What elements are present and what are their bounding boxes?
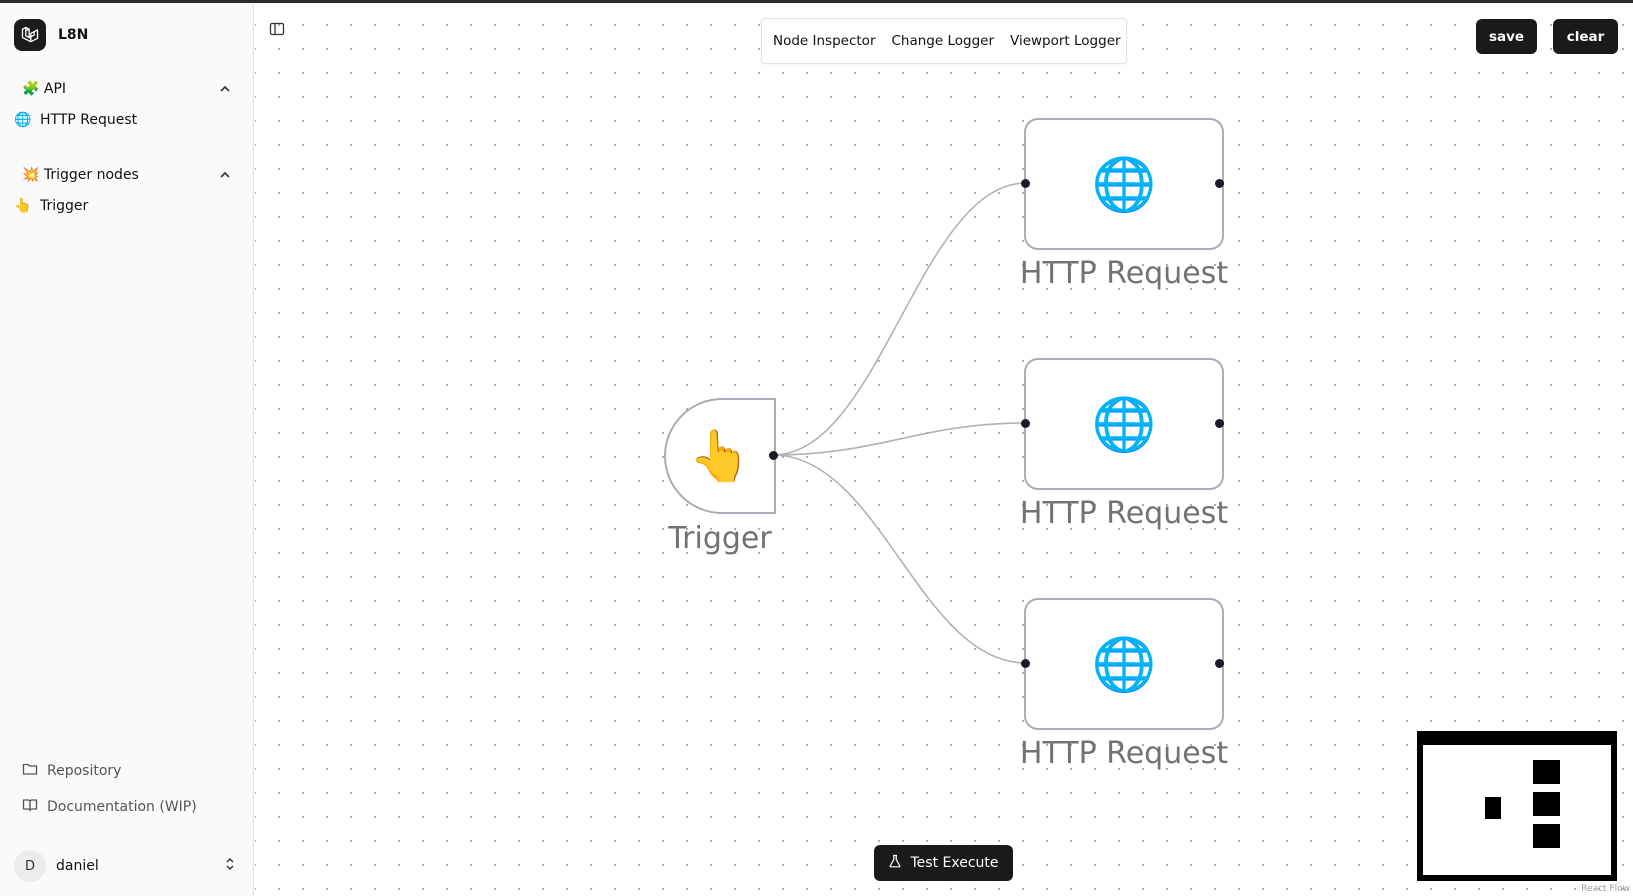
react-flow-attribution[interactable]: React Flow <box>1581 884 1630 894</box>
minimap-node <box>1485 797 1501 819</box>
avatar: D <box>14 850 46 882</box>
globe-icon: 🌐 <box>14 112 32 128</box>
sidebar-item-trigger[interactable]: 👆 Trigger <box>14 194 88 218</box>
trigger-source-handle[interactable] <box>769 451 778 460</box>
sidebar-group-trigger-nodes[interactable]: 💥 Trigger nodes <box>22 163 232 187</box>
chevron-up-icon <box>218 168 232 182</box>
viewport-logger-button[interactable]: Viewport Logger <box>1010 33 1121 49</box>
repository-link[interactable]: Repository <box>22 760 121 782</box>
sidebar-item-label: HTTP Request <box>40 112 138 128</box>
change-logger-button[interactable]: Change Logger <box>891 33 995 49</box>
clear-button[interactable]: clear <box>1553 19 1618 54</box>
brand[interactable]: L8N <box>14 19 88 51</box>
save-button[interactable]: save <box>1476 19 1537 54</box>
documentation-link[interactable]: Documentation (WIP) <box>22 796 197 818</box>
http-request-node[interactable]: 🌐 <box>1024 118 1224 250</box>
group-title-trigger-nodes: 💥 Trigger nodes <box>22 167 139 183</box>
pointing-hand-icon: 👆 <box>14 198 32 214</box>
minimap-viewport <box>1423 745 1611 875</box>
minimap[interactable] <box>1417 731 1617 881</box>
node-inspector-button[interactable]: Node Inspector <box>773 33 876 49</box>
test-execute-label: Test Execute <box>910 855 999 871</box>
sidebar-toggle-button[interactable] <box>266 20 288 42</box>
node-label: HTTP Request <box>1019 496 1229 531</box>
pointing-hand-icon: 👆 <box>688 426 752 485</box>
node-label: Trigger <box>668 521 772 556</box>
minimap-node <box>1533 792 1560 816</box>
http-source-handle[interactable] <box>1215 419 1224 428</box>
minimap-node <box>1533 760 1560 784</box>
window-top-border <box>0 0 1633 3</box>
globe-icon: 🌐 <box>1091 394 1157 455</box>
minimap-node <box>1533 824 1560 848</box>
http-target-handle[interactable] <box>1021 659 1030 668</box>
trigger-node[interactable]: 👆 <box>664 398 776 514</box>
app-name: L8N <box>58 27 89 43</box>
test-execute-button[interactable]: Test Execute <box>874 845 1013 881</box>
globe-icon: 🌐 <box>1091 154 1157 215</box>
http-target-handle[interactable] <box>1021 419 1030 428</box>
http-target-handle[interactable] <box>1021 179 1030 188</box>
folder-icon <box>22 761 38 781</box>
debug-panel: Node Inspector Change Logger Viewport Lo… <box>761 18 1127 64</box>
user-name: daniel <box>56 858 99 874</box>
node-label: HTTP Request <box>1019 736 1229 771</box>
panel-left-icon <box>269 21 285 41</box>
flow-canvas[interactable]: React Flow <box>255 3 1633 896</box>
book-open-icon <box>22 797 38 817</box>
node-label: HTTP Request <box>1019 256 1229 291</box>
flask-icon <box>888 854 902 872</box>
http-source-handle[interactable] <box>1215 179 1224 188</box>
chevron-up-icon <box>218 82 232 96</box>
group-title-api: 🧩 API <box>22 81 67 97</box>
chevrons-up-down-icon <box>224 856 236 876</box>
user-menu[interactable]: D daniel <box>14 848 236 884</box>
sidebar-item-label: Trigger <box>40 198 89 214</box>
sidebar-group-api[interactable]: 🧩 API <box>22 77 232 101</box>
http-source-handle[interactable] <box>1215 659 1224 668</box>
sidebar-item-http-request[interactable]: 🌐 HTTP Request <box>14 108 137 132</box>
laravel-logo-icon <box>14 19 46 51</box>
http-request-node[interactable]: 🌐 <box>1024 358 1224 490</box>
globe-icon: 🌐 <box>1091 634 1157 695</box>
http-request-node[interactable]: 🌐 <box>1024 598 1224 730</box>
sidebar: L8N 🧩 API 🌐 HTTP Request 💥 Trigger nodes… <box>0 3 254 896</box>
